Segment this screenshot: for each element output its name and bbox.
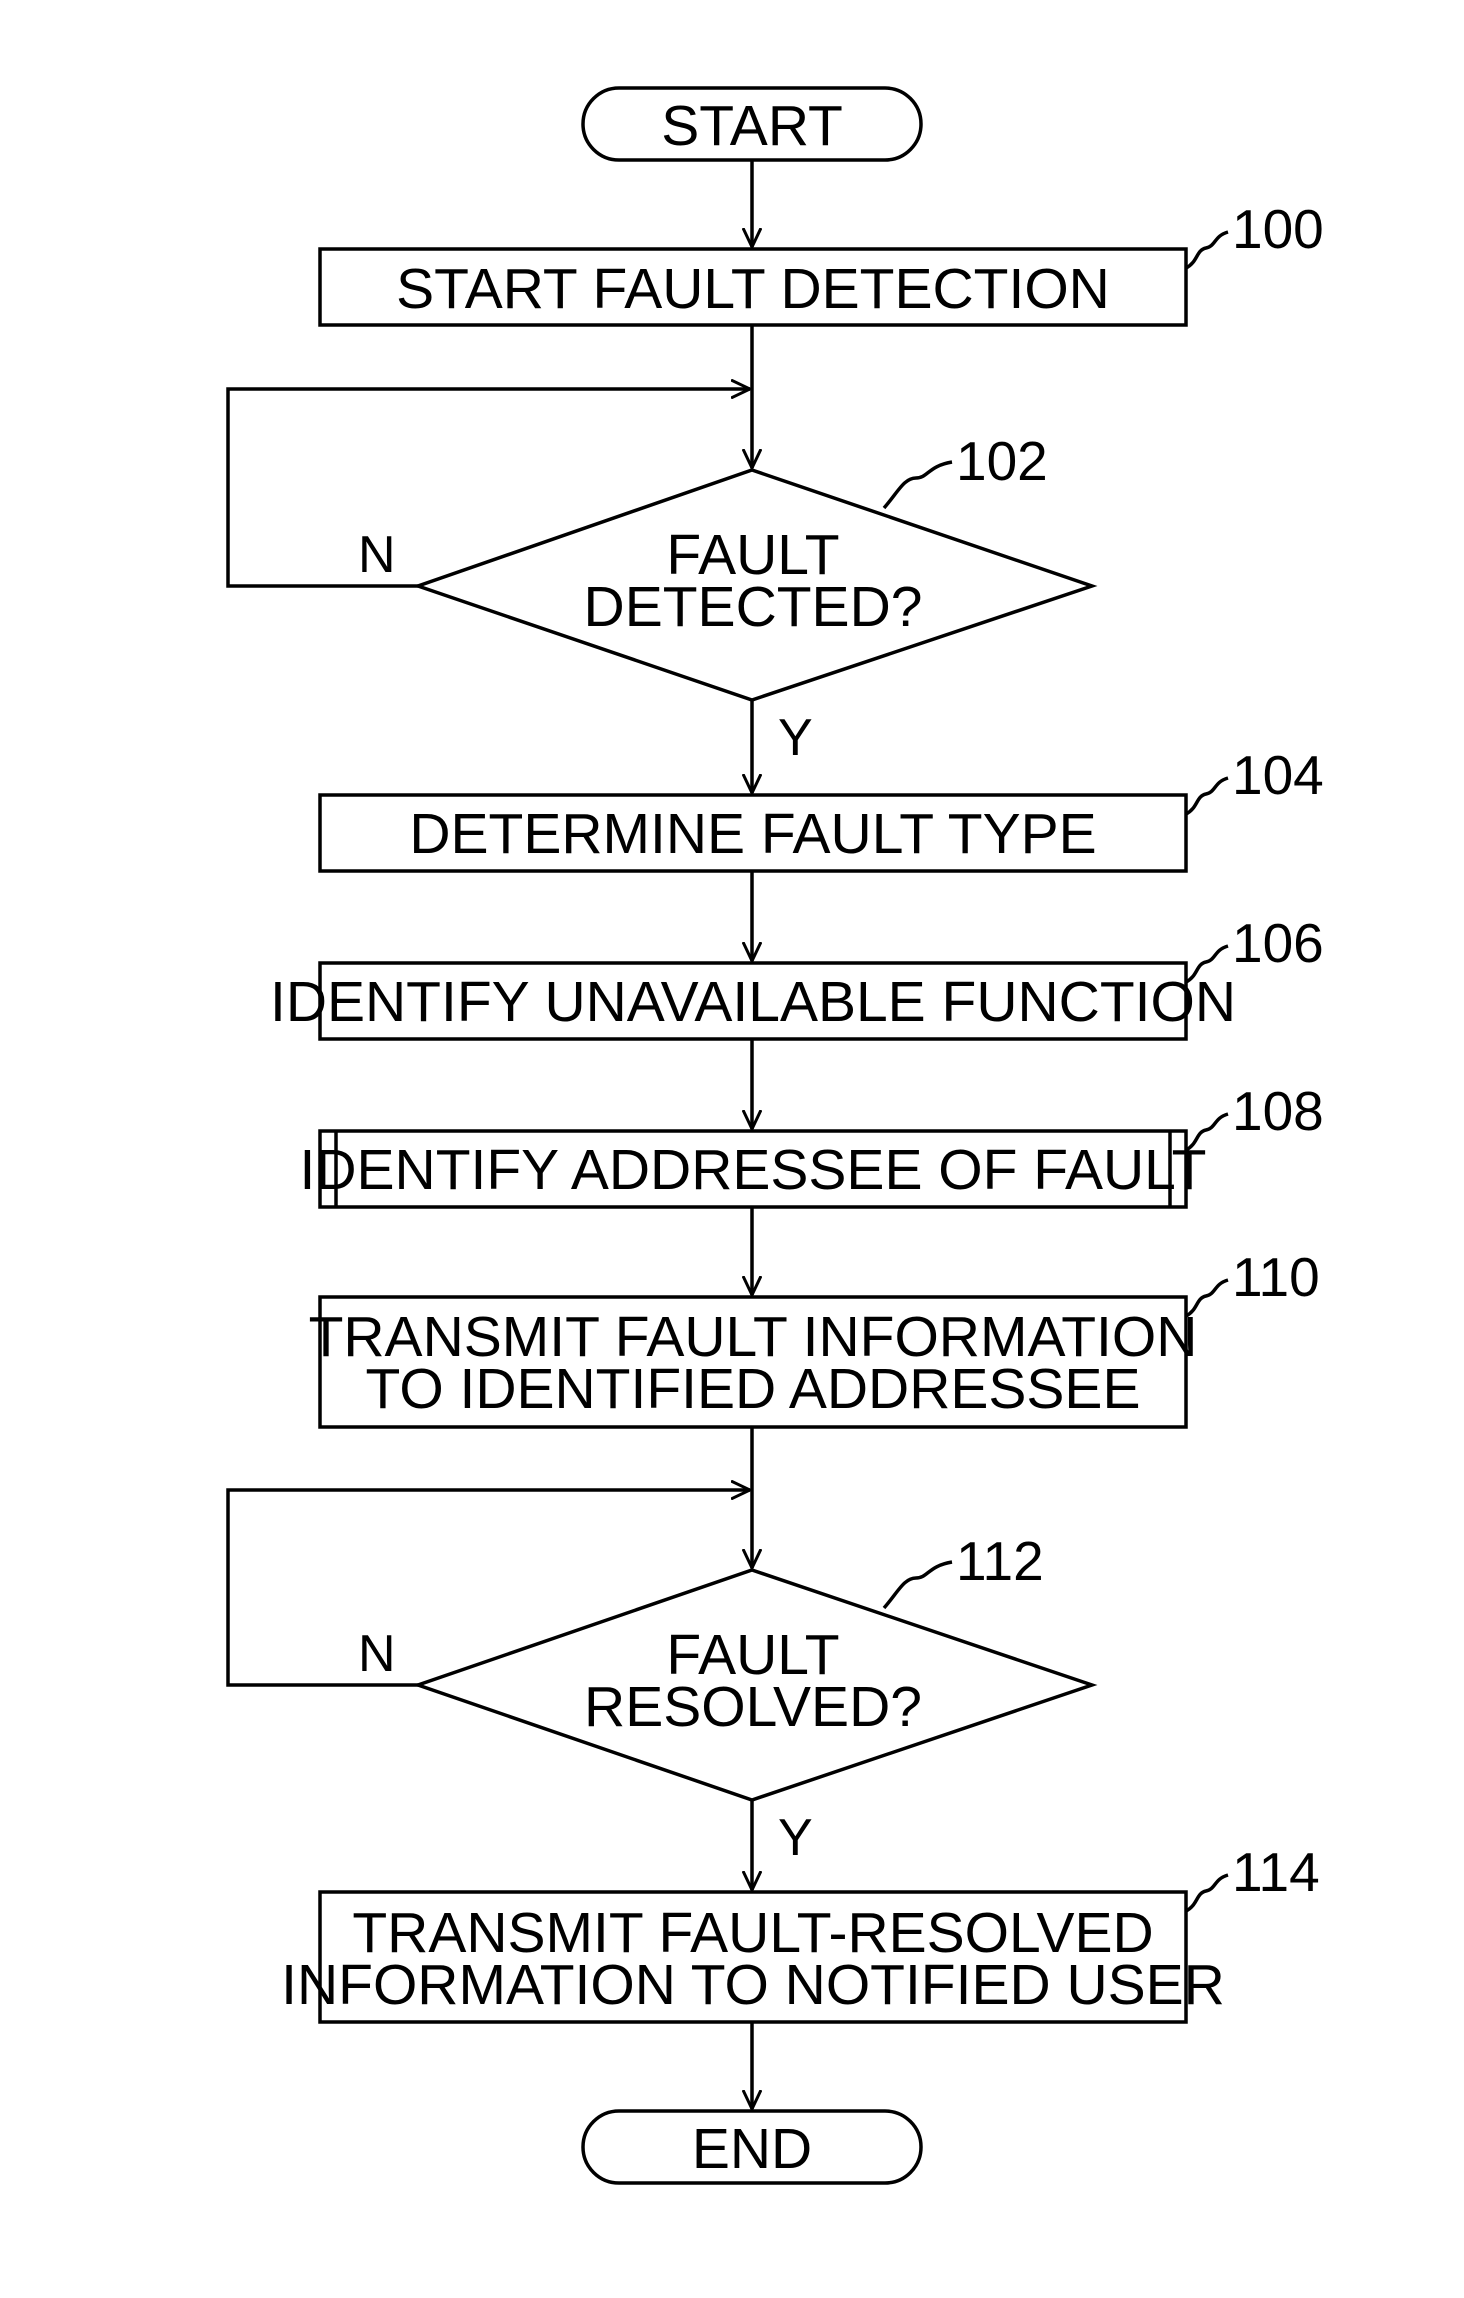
step-106-label: IDENTIFY UNAVAILABLE FUNCTION: [270, 970, 1236, 1034]
end-label: END: [692, 2117, 812, 2181]
ref-leader-100: [1186, 232, 1228, 268]
step-112-label-line2: RESOLVED?: [584, 1675, 922, 1739]
step-108-label: IDENTIFY ADDRESSEE OF FAULT: [300, 1138, 1207, 1202]
ref-leader-112: [884, 1562, 952, 1608]
branch-112-yes-label: Y: [778, 1809, 813, 1867]
ref-leader-102: [884, 462, 952, 508]
step-104-label: DETERMINE FAULT TYPE: [409, 802, 1096, 866]
ref-number-108: 108: [1232, 1080, 1324, 1142]
step-102-label-line2: DETECTED?: [584, 575, 923, 639]
branch-112-no-label: N: [358, 1625, 396, 1683]
step-100-label: START FAULT DETECTION: [396, 257, 1110, 321]
ref-number-112: 112: [956, 1530, 1044, 1592]
ref-number-114: 114: [1232, 1841, 1320, 1903]
step-114-label-line2: INFORMATION TO NOTIFIED USER: [281, 1953, 1225, 2017]
ref-number-106: 106: [1232, 912, 1324, 974]
ref-number-102: 102: [956, 430, 1048, 492]
branch-102-no-label: N: [358, 526, 396, 584]
start-label: START: [661, 94, 843, 158]
step-110-label-line2: TO IDENTIFIED ADDRESSEE: [366, 1357, 1141, 1421]
branch-102-yes-label: Y: [778, 709, 813, 767]
ref-leader-114: [1186, 1875, 1228, 1911]
ref-number-100: 100: [1232, 198, 1324, 260]
ref-number-104: 104: [1232, 744, 1324, 806]
ref-number-110: 110: [1232, 1246, 1320, 1308]
ref-leader-104: [1186, 778, 1228, 814]
